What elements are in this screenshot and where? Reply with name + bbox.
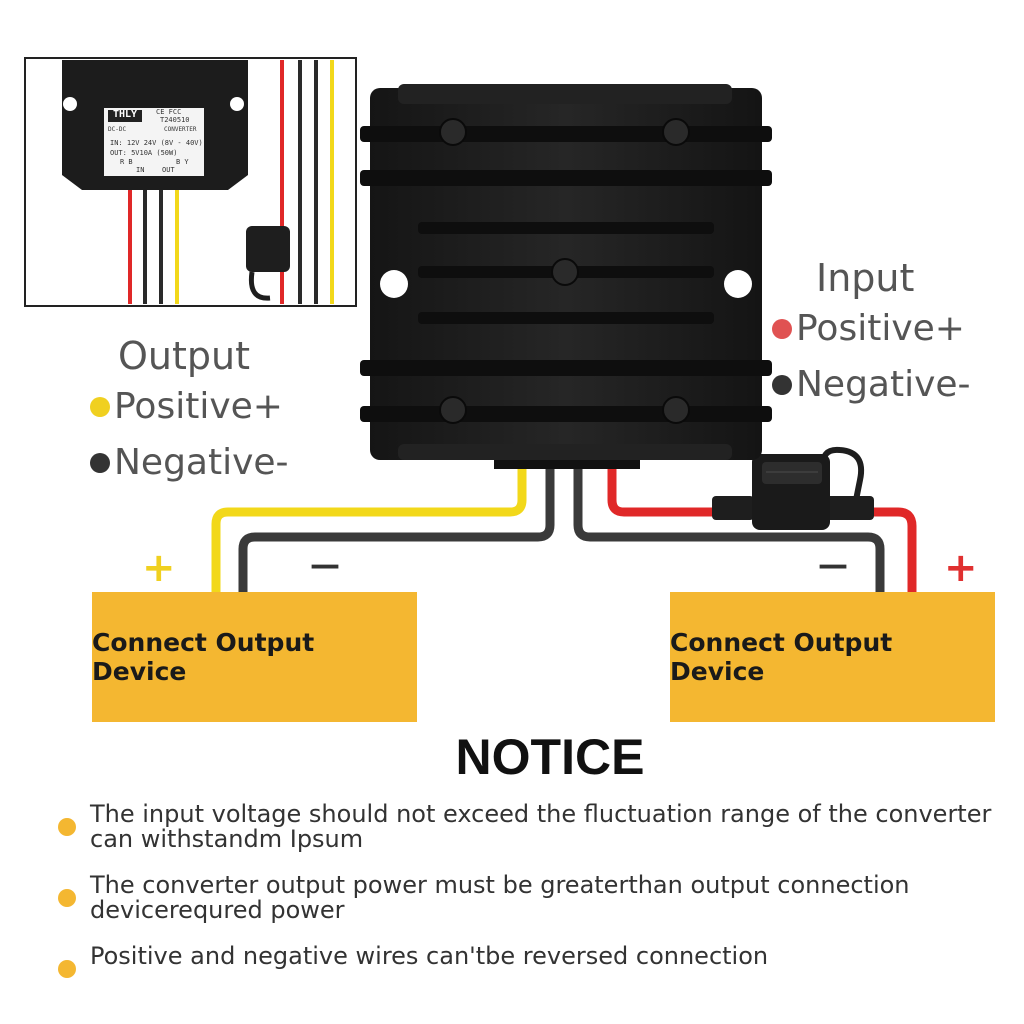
- notice-bullet-icon: [58, 889, 76, 907]
- input-legend-title: Input: [816, 256, 915, 300]
- notice-bullet-icon: [58, 960, 76, 978]
- input-legend-negative: Negative-: [772, 364, 971, 405]
- input-negative-dot-icon: [772, 374, 792, 395]
- output-legend-negative: Negative-: [90, 442, 289, 483]
- notice-item-text: The converter output power must be great…: [90, 871, 910, 924]
- output-negative-dot-icon: [90, 452, 110, 473]
- inset-output-spec: OUT: 5V10A (50W): [110, 149, 178, 157]
- input-positive-dot-icon: [772, 318, 792, 339]
- right-device-box: Connect Output Device: [670, 592, 995, 722]
- inset-type-right: CONVERTER: [164, 126, 197, 133]
- input-positive-label: Positive+: [796, 308, 965, 349]
- left-device-box: Connect Output Device: [92, 592, 417, 722]
- output-positive-label: Positive+: [114, 386, 283, 427]
- inset-closeup: [24, 57, 357, 307]
- output-legend-positive: Positive+: [90, 386, 283, 427]
- left-device-label: Connect Output Device: [92, 628, 315, 686]
- input-legend-positive: Positive+: [772, 308, 965, 349]
- fuse-holder: [712, 446, 874, 530]
- output-legend-title: Output: [118, 334, 250, 378]
- inset-in-label: IN: [136, 166, 145, 174]
- right-minus-sign: —: [818, 548, 848, 583]
- input-negative-label: Negative-: [796, 364, 971, 405]
- notice-item: The converter output power must be great…: [58, 873, 998, 923]
- notice-bullet-icon: [58, 818, 76, 836]
- inset-terminal-left: R B: [120, 158, 133, 166]
- notice-item-text: Positive and negative wires can'tbe reve…: [90, 942, 769, 970]
- inset-model: T240510: [160, 116, 190, 124]
- inset-brand: THLY: [112, 109, 138, 120]
- converter-body: [360, 84, 772, 469]
- notice-title: NOTICE: [455, 729, 645, 785]
- left-plus-sign: +: [142, 545, 176, 591]
- inset-out-label: OUT: [162, 166, 175, 174]
- inset-cert: CE FCC: [156, 108, 182, 116]
- output-positive-dot-icon: [90, 396, 110, 417]
- inset-input-spec: IN: 12V 24V (8V - 40V): [110, 139, 203, 147]
- right-plus-sign: +: [944, 545, 978, 591]
- output-negative-label: Negative-: [114, 442, 289, 483]
- inset-terminal-right: B Y: [176, 158, 189, 166]
- left-minus-sign: —: [310, 548, 340, 583]
- notice-item-text: The input voltage should not exceed the …: [90, 800, 992, 853]
- notice-item: Positive and negative wires can'tbe reve…: [58, 944, 998, 978]
- inset-type-left: DC-DC: [108, 126, 127, 133]
- notice-item: The input voltage should not exceed the …: [58, 802, 998, 852]
- right-device-label: Connect Output Device: [670, 628, 893, 686]
